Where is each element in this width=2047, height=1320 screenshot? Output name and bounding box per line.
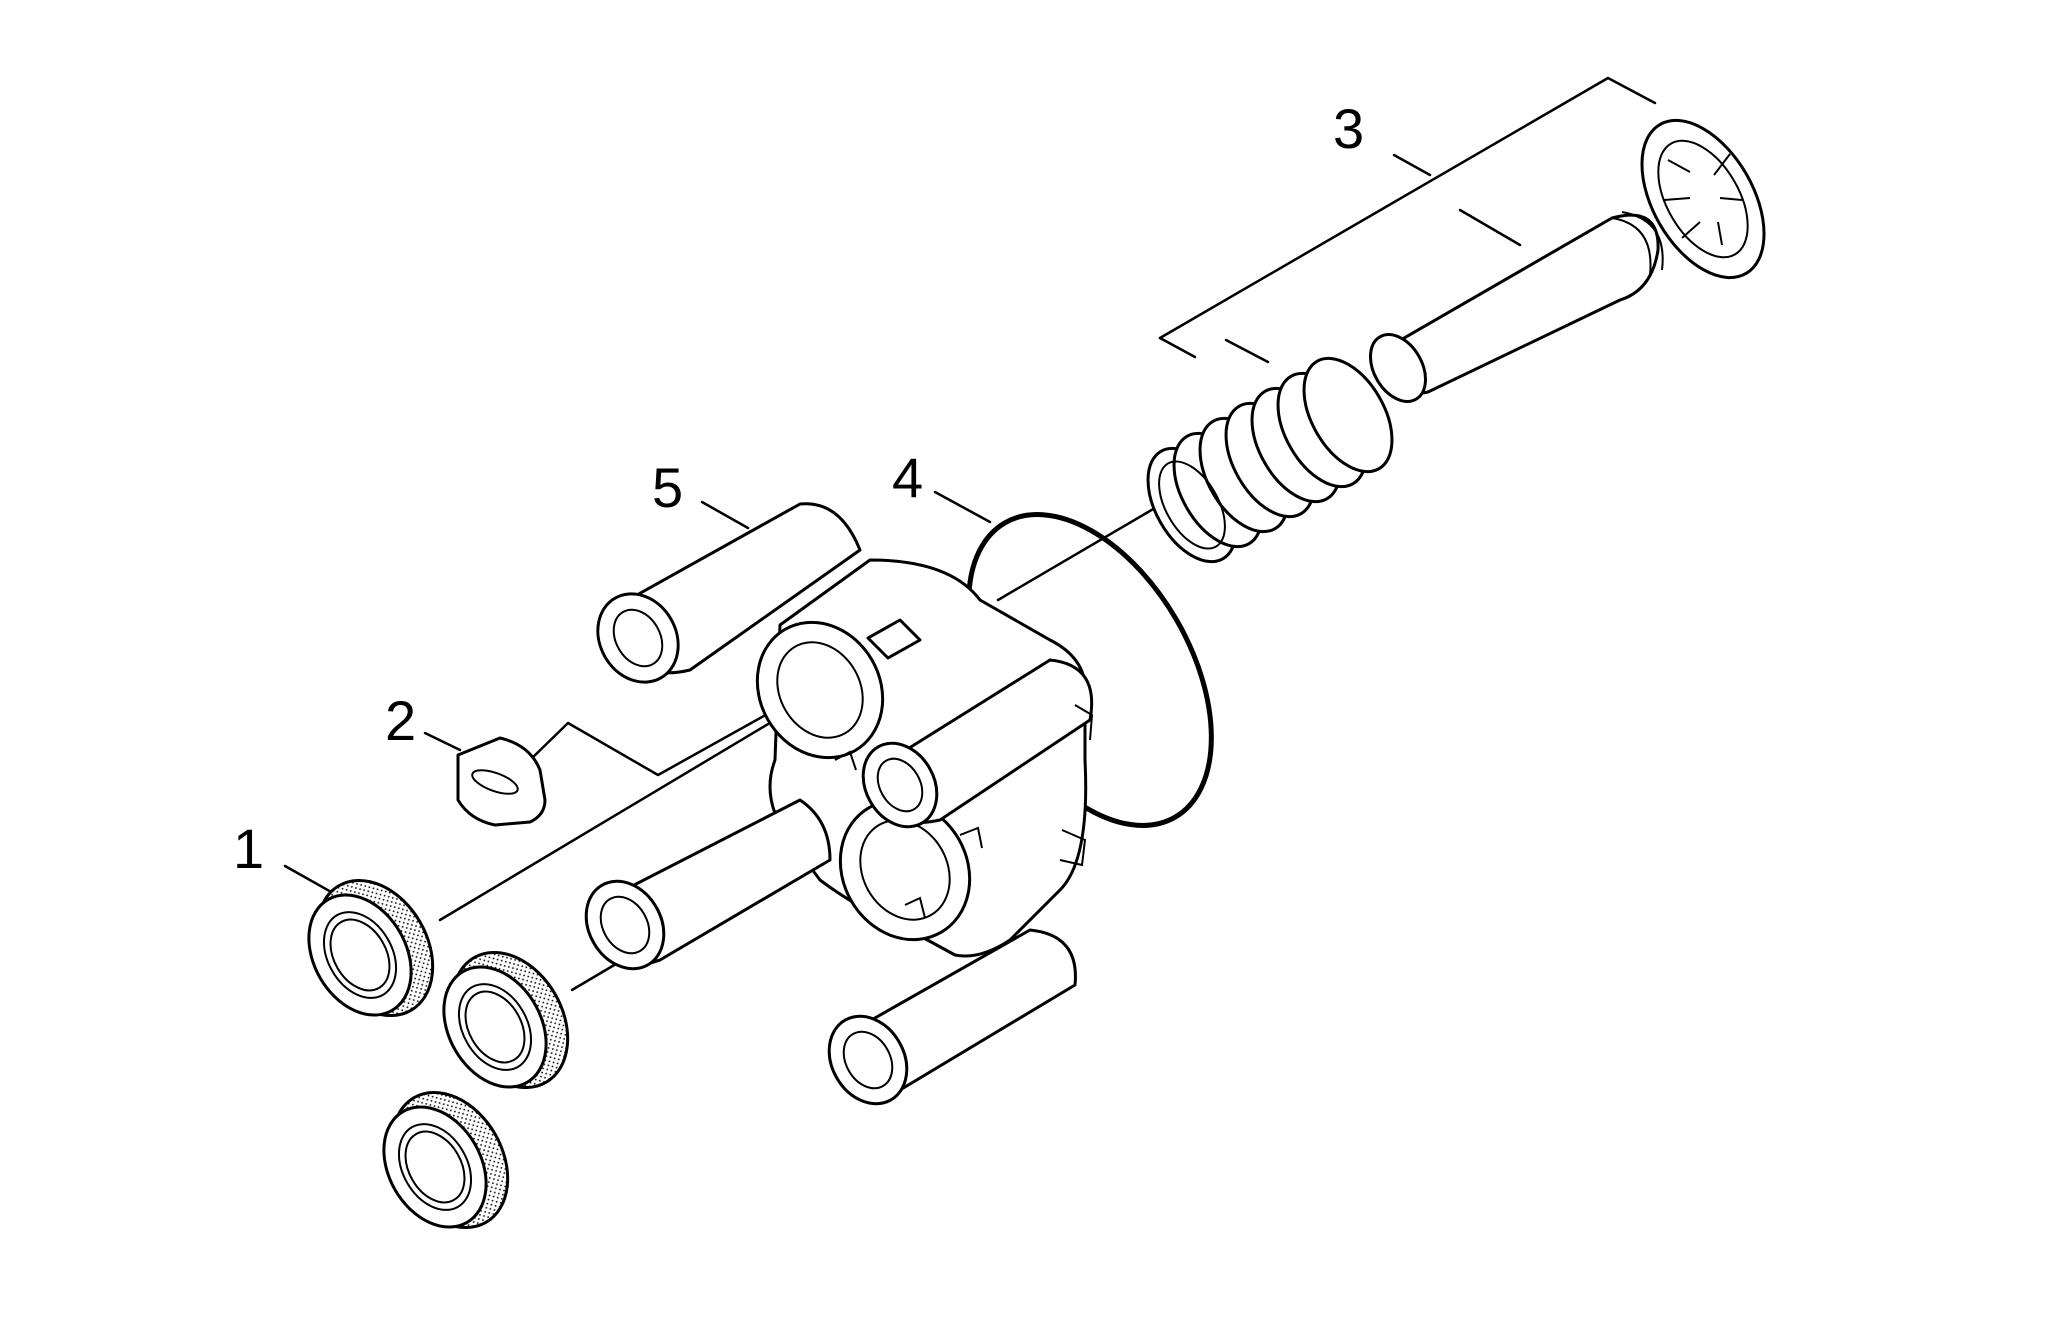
bracket-3 — [1158, 76, 1657, 340]
axis-line-upper — [996, 496, 1174, 602]
callout-5: 5 — [652, 456, 683, 519]
bracket-3-left-tick — [1158, 336, 1197, 359]
retaining-washer — [1640, 118, 1766, 280]
spring — [1146, 356, 1394, 564]
bracket-3-piston-tick — [1458, 208, 1522, 247]
valve-insert — [456, 736, 547, 827]
callout-1: 1 — [233, 817, 264, 880]
seal-2 — [442, 950, 570, 1090]
callout-4: 4 — [892, 446, 923, 509]
leader-line-5 — [700, 500, 750, 530]
callout-3: 3 — [1333, 97, 1364, 160]
leader-line-4 — [933, 490, 992, 524]
leader-line-2 — [423, 731, 462, 752]
leader-line-1 — [283, 864, 335, 895]
axis-line-seal-1 — [438, 703, 802, 922]
leader-line-3 — [1392, 153, 1432, 177]
seal-3 — [382, 1090, 510, 1230]
seal-1 — [307, 878, 435, 1018]
callout-2: 2 — [385, 689, 416, 752]
valve-housing — [584, 502, 1094, 1106]
piston — [1369, 211, 1664, 403]
bracket-3-spring-tick — [1224, 338, 1270, 364]
